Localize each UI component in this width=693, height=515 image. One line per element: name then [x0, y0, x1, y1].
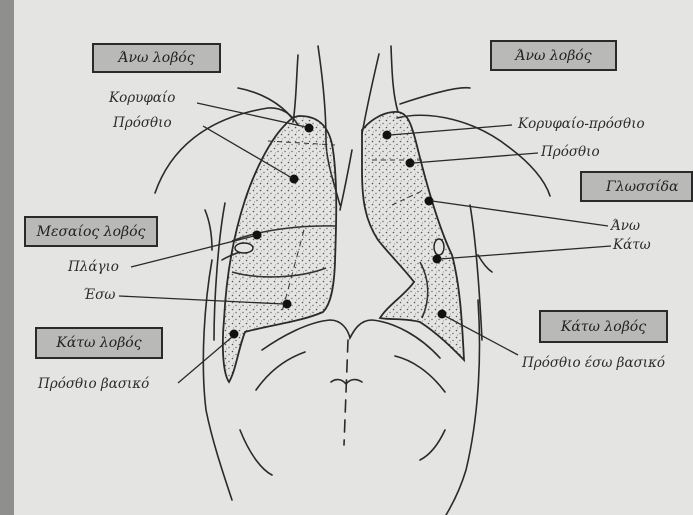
label-apical: Κορυφαίο [109, 90, 175, 106]
lobe-box-lower-left: Κάτω λοβός [35, 327, 163, 359]
left-lung [362, 112, 464, 360]
label-anteromedial-basal-left: Πρόσθιο έσω βασικό [522, 355, 665, 371]
right-lung [223, 116, 336, 382]
dot-anteromedial-basal-left [438, 310, 447, 319]
lobe-box-upper-right: Άνω λοβός [490, 40, 617, 71]
dot-anterior-right [290, 175, 299, 184]
lobe-box-middle: Μεσαίος λοβός [24, 216, 158, 247]
dot-apical [305, 124, 314, 133]
label-anterior-right: Πρόσθιο [113, 115, 172, 131]
label-superior-lingula: Άνω [611, 218, 640, 234]
label-inferior-lingula: Κάτω [613, 237, 651, 253]
lobe-box-lower-right: Κάτω λοβός [539, 310, 668, 343]
label-anterior-basal-right: Πρόσθιο βασικό [38, 376, 149, 392]
lobe-box-upper-left: Άνω λοβός [92, 43, 221, 73]
dot-lateral [253, 231, 262, 240]
label-apicoposterior: Κορυφαίο-πρόσθιο [518, 116, 645, 132]
torso-outline [155, 46, 550, 515]
label-lateral: Πλάγιο [68, 259, 119, 275]
lobe-box-lingula: Γλωσσίδα [580, 171, 693, 202]
label-anterior-left: Πρόσθιο [541, 144, 600, 160]
label-medial: Έσω [83, 287, 115, 303]
